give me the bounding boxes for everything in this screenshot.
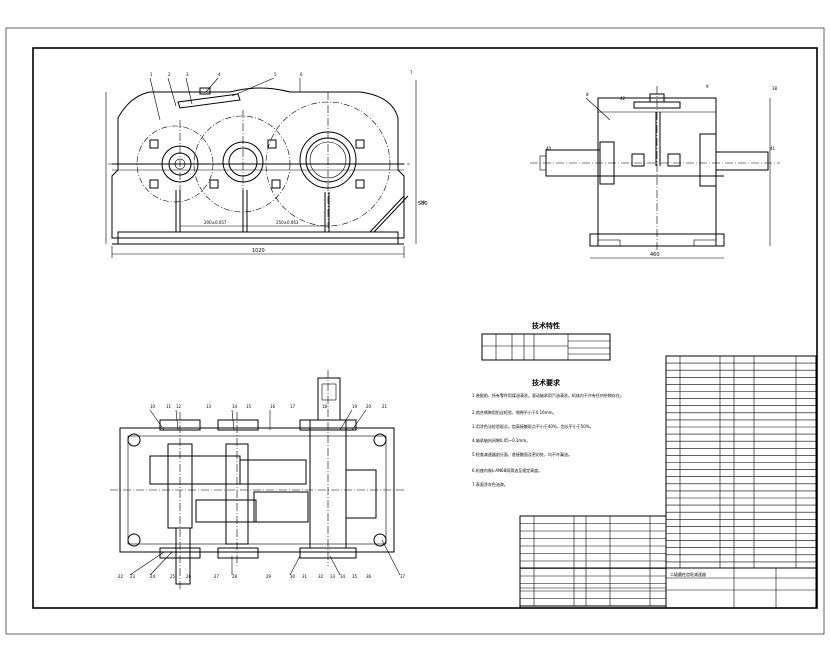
balloon-38: 38 [772,86,778,91]
balloon-40: 40 [546,146,552,151]
tech-spec-table: 技术特性 [481,321,611,361]
balloon-22: 22 [118,574,124,579]
front-height-dim: 530 [418,201,428,207]
tech-req-title: 技术要求 [532,378,561,387]
tech-requirements: 技术要求 1.装配前，所有零件用煤油清洗，滚动轴承用汽油清洗，机体内不许有任何杂… [472,378,624,487]
balloon-4: 4 [218,72,221,77]
balloon-34: 34 [340,574,346,579]
plan-view [110,370,404,590]
balloon-2: 2 [168,72,171,77]
tech-req-line-3: 3.用涂色法检验斑点，齿高接触斑点不小于40%，齿长不小于50%。 [472,423,594,429]
balloon-21: 21 [382,404,388,409]
balloon-23: 23 [130,574,136,579]
front-center-a-dim: 200±0.057 [204,220,227,225]
balloon-12: 12 [176,404,182,409]
balloon-14: 14 [232,404,238,409]
tech-req-line-7: 7.表面涂灰色油漆。 [472,481,508,487]
balloon-33: 33 [330,574,336,579]
tech-req-line-5: 5.检查减速器剖分面、各接触面及密封处，均不许漏油。 [472,451,572,457]
front-view: 1020 530 200±0.057 250±0.063 [105,77,428,258]
balloon-37: 37 [400,574,406,579]
balloon-42: 42 [620,96,626,101]
title-block: 二级圆柱齿轮减速器 [519,567,817,609]
balloon-19: 19 [352,404,358,409]
tech-req-line-2: 2.啮合侧隙用铅丝检验，侧隙不小于0.16mm。 [472,409,557,415]
balloon-24: 24 [150,574,156,579]
balloon-27: 27 [214,574,220,579]
balloon-28: 28 [232,574,238,579]
balloon-25: 25 [170,574,176,579]
assembly-title: 二级圆柱齿轮减速器 [670,571,706,577]
side-view: 460 [530,86,780,259]
sheet-frame [5,27,825,635]
balloon-35: 35 [352,574,358,579]
front-overall-dim: 1020 [252,248,265,254]
balloon-9: 9 [706,84,709,89]
balloon-31: 31 [302,574,308,579]
balloon-17: 17 [290,404,296,409]
balloon-7: 7 [410,70,413,75]
balloon-6: 6 [300,72,303,77]
balloon-39: 39 [420,200,426,205]
tech-spec-title: 技术特性 [532,321,560,330]
balloon-8: 8 [586,92,589,97]
balloon-26: 26 [186,574,192,579]
tech-req-line-6: 6.机座内装L-AN68润滑油至规定高度。 [472,467,542,473]
balloon-29: 29 [266,574,272,579]
balloon-36: 36 [366,574,372,579]
balloon-16: 16 [270,404,276,409]
parts-list-left [519,515,667,607]
balloon-10: 10 [150,404,156,409]
balloon-1: 1 [150,72,153,77]
tech-req-line-4: 4.轴承轴向间隙0.05~0.1mm。 [472,437,530,443]
balloon-30: 30 [290,574,296,579]
balloon-20: 20 [366,404,372,409]
balloon-5: 5 [274,72,277,77]
balloon-13: 13 [206,404,212,409]
balloon-11: 11 [166,404,172,409]
balloon-41: 41 [770,146,776,151]
balloon-32: 32 [318,574,324,579]
balloon-18: 18 [322,404,328,409]
balloon-15: 15 [246,404,252,409]
balloon-3: 3 [186,72,189,77]
side-width-dim: 460 [650,252,660,258]
front-center-b-dim: 250±0.063 [276,220,299,225]
tech-req-line-1: 1.装配前，所有零件用煤油清洗，滚动轴承用汽油清洗，机体内不许有任何杂物存在。 [472,392,624,398]
parts-list-right [665,355,817,569]
